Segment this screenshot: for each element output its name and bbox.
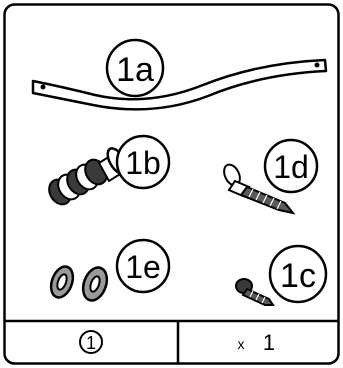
svg-text:1b: 1b xyxy=(125,145,161,181)
parts-diagram: 1a 1b 1d 1e xyxy=(3,3,340,365)
svg-text:1e: 1e xyxy=(125,249,161,285)
svg-text:1c: 1c xyxy=(280,257,316,295)
long-screw-icon xyxy=(223,163,296,215)
pack-number-badge: 1 xyxy=(79,330,103,354)
svg-text:1d: 1d xyxy=(273,149,309,185)
part-label-1d: 1d xyxy=(263,138,319,194)
parts-sheet: 1a 1b 1d 1e xyxy=(3,3,340,365)
short-screw-icon xyxy=(235,278,275,306)
part-label-1c: 1c xyxy=(268,244,328,304)
strap-icon xyxy=(31,58,328,111)
part-label-1a: 1a xyxy=(105,38,165,98)
quantity-value: 1 xyxy=(263,330,275,355)
pack-number: 1 xyxy=(86,333,96,353)
washers-icon xyxy=(49,265,109,302)
quantity-prefix: x xyxy=(238,336,245,352)
part-label-1e: 1e xyxy=(115,238,171,294)
part-label-1b: 1b xyxy=(115,134,171,190)
svg-text:1a: 1a xyxy=(116,51,154,89)
